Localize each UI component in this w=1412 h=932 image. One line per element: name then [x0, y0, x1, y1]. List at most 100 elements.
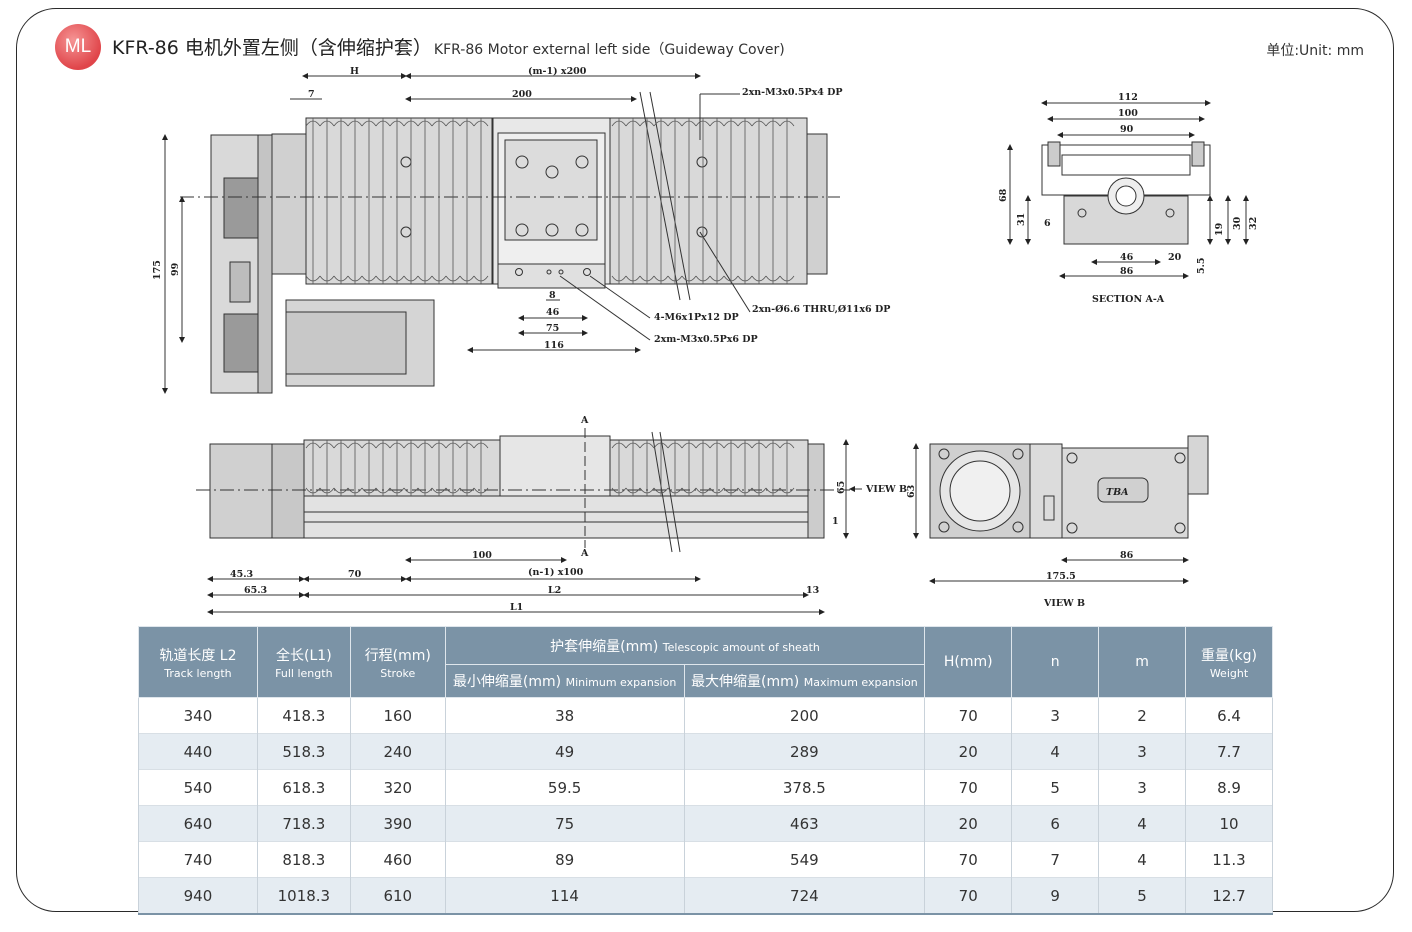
- bellows-pleat: [681, 118, 697, 284]
- view-b-labels: 63 86 175.5 TBA VIEW B: [906, 485, 1134, 609]
- bellows-pleat: [347, 440, 363, 496]
- bellows-pleat: [765, 118, 781, 284]
- sec-dim-100: 100: [1118, 108, 1138, 119]
- th-full: 全长(L1)Full length: [256, 626, 351, 698]
- sec-dim-32: 32: [1248, 217, 1259, 230]
- bellows-pleat: [765, 440, 781, 496]
- sec-dim-68: 68: [998, 188, 1009, 202]
- section-mark-bottom: A: [580, 548, 589, 559]
- bellows-pleat: [319, 440, 335, 496]
- sec-dim-86: 86: [1120, 266, 1134, 277]
- bellows-pleat: [779, 118, 795, 284]
- dim-200: 200: [512, 89, 532, 100]
- th-weight: 重量(kg)Weight: [1184, 626, 1274, 698]
- bellows-pleat: [625, 118, 641, 284]
- section-labels: 112 100 90 68 31 6 46 86 20 5.5 19 30 32…: [998, 92, 1259, 305]
- side-dim-1: 1: [832, 516, 839, 527]
- sec-dim-31: 31: [1016, 213, 1027, 226]
- bellows-pleat: [361, 118, 377, 284]
- side-dim-45-3: 45.3: [230, 569, 253, 580]
- page-title: KFR-86 电机外置左侧（含伸缩护套）KFR-86 Motor externa…: [112, 33, 785, 60]
- bellows-pleat: [333, 118, 349, 284]
- bellows-pleat: [639, 440, 655, 496]
- bellows-pleat: [667, 440, 683, 496]
- bellows-pleat: [347, 118, 363, 284]
- dim-m-200: (m-1) x200: [528, 66, 587, 77]
- bellows-pleat: [751, 118, 767, 284]
- side-dim-L1: L1: [510, 602, 523, 613]
- bellows-pleat: [695, 440, 711, 496]
- sec-dim-90: 90: [1120, 124, 1134, 135]
- dim-8: 8: [549, 290, 556, 301]
- dim-H: H: [350, 66, 359, 77]
- callout-thru: 2xn-Ø6.6 THRU,Ø11x6 DP: [752, 304, 890, 315]
- sec-dim-6: 6: [1044, 218, 1051, 229]
- th-m: m: [1098, 626, 1186, 698]
- th-sheath: 护套伸缩量(mm) Telescopic amount of sheath: [444, 626, 926, 665]
- dim-99: 99: [170, 262, 181, 276]
- bellows-left: [305, 117, 493, 285]
- viewb-dim-175-5: 175.5: [1046, 571, 1076, 582]
- top-view: [162, 73, 840, 394]
- bellows-pleat: [333, 440, 349, 496]
- dim-7: 7: [308, 89, 315, 100]
- th-max: 最大伸缩量(mm) Maximum expansion: [683, 664, 926, 698]
- bellows-pleat: [417, 440, 433, 496]
- bellows-pleat: [403, 440, 419, 496]
- sec-dim-112: 112: [1118, 92, 1138, 103]
- bellows-pleat: [459, 440, 475, 496]
- view-b: [913, 435, 1209, 584]
- bellows-pleat: [611, 118, 627, 284]
- viewb-dim-63: 63: [906, 485, 917, 498]
- callout-m3-top: 2xn-M3x0.5Px4 DP: [742, 87, 843, 98]
- section-a-a: [1007, 100, 1249, 279]
- view-b-label: VIEW B: [1043, 598, 1085, 609]
- callout-m6: 4-M6x1Px12 DP: [654, 312, 739, 323]
- sec-dim-30: 30: [1232, 216, 1243, 230]
- bellows-pleat: [751, 440, 767, 496]
- th-min: 最小伸缩量(mm) Minimum expansion: [444, 664, 685, 698]
- bellows-pleat: [695, 118, 711, 284]
- bellows-pleat: [473, 118, 489, 284]
- bellows-pleat: [779, 440, 795, 496]
- bellows-pleat: [625, 440, 641, 496]
- bellows-pleat: [417, 118, 433, 284]
- section-label: SECTION A-A: [1092, 294, 1165, 305]
- bellows-pleat: [361, 440, 377, 496]
- side-dim-100: 100: [472, 550, 492, 561]
- view-b-arrow-label: VIEW B: [865, 484, 907, 495]
- top-view-labels: H 7 (m-1) x200 200 175 99 8 46 75 116 2x…: [152, 66, 890, 351]
- bellows-pleat: [611, 440, 627, 496]
- bellows-pleat: [305, 440, 321, 496]
- sec-dim-5-5: 5.5: [1196, 257, 1207, 274]
- callout-m3-bottom: 2xm-M3x0.5Px6 DP: [654, 334, 758, 345]
- bellows-pleat: [473, 440, 489, 496]
- bellows-pleat: [431, 118, 447, 284]
- sec-dim-19: 19: [1214, 222, 1225, 236]
- viewb-dim-86: 86: [1120, 550, 1134, 561]
- bellows-right: [609, 117, 808, 285]
- bellows-pleat: [459, 118, 475, 284]
- section-mark-top: A: [580, 415, 589, 426]
- model-badge: ML: [55, 24, 101, 70]
- bellows-pleat: [639, 118, 655, 284]
- bellows-pleat: [389, 118, 405, 284]
- dim-116: 116: [544, 340, 564, 351]
- bellows-pleat: [723, 118, 739, 284]
- bellows-pleat: [723, 440, 739, 496]
- unit-label: 单位:Unit: mm: [1266, 43, 1364, 59]
- bellows-pleat: [445, 440, 461, 496]
- bellows-pleat: [653, 118, 669, 284]
- bellows-pleat: [709, 118, 725, 284]
- bellows-pleat: [667, 118, 683, 284]
- dim-46: 46: [546, 307, 560, 318]
- tba-logo: TBA: [1106, 487, 1128, 498]
- bellows-pleat: [319, 118, 335, 284]
